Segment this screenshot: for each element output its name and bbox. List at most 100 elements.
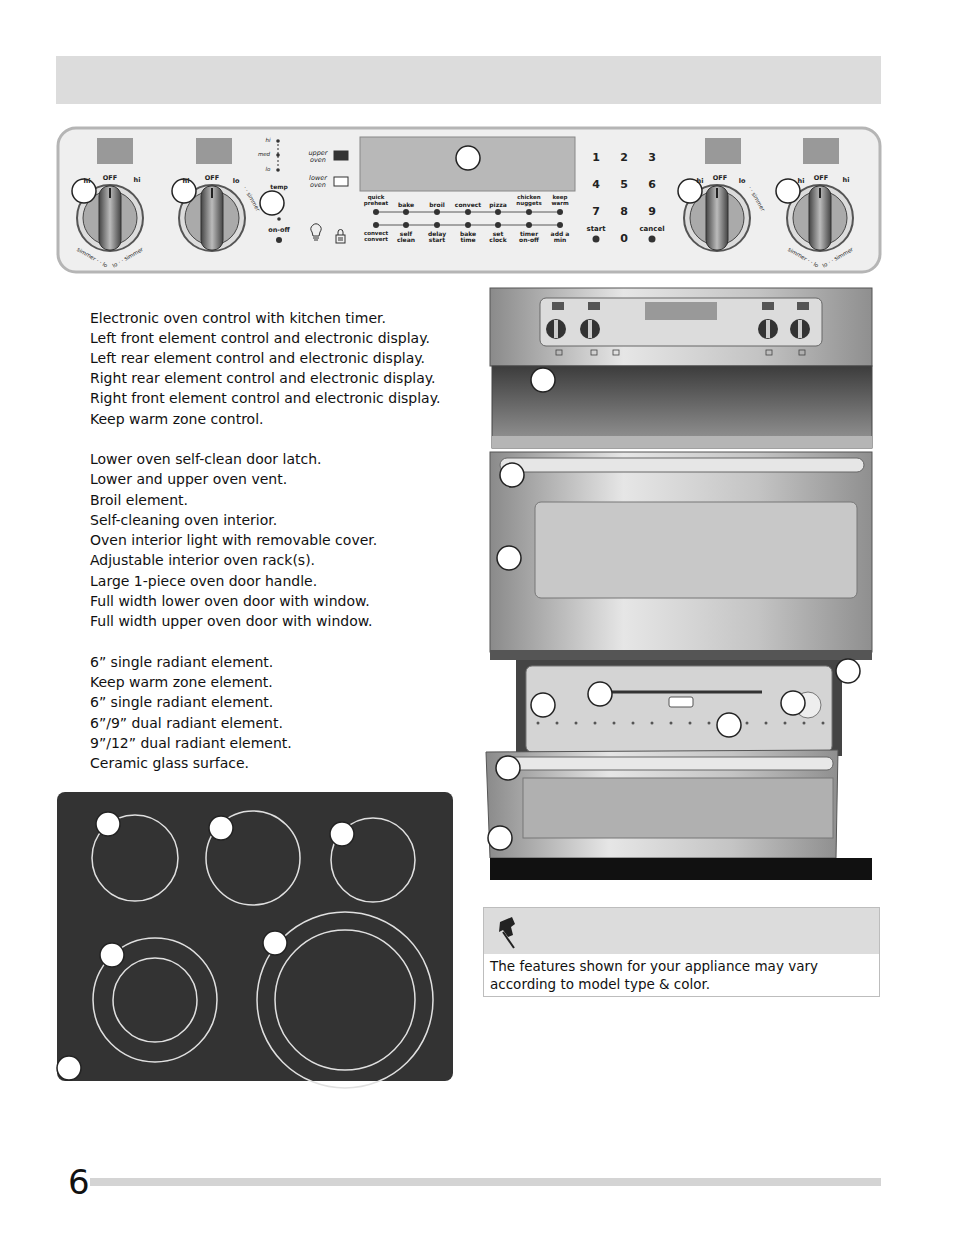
callout-circle [209, 816, 233, 840]
feature-text: Lower oven self-clean door latch. [90, 452, 322, 466]
knob-label: lo · · simmer [822, 247, 855, 269]
feature-text: Right front element control and electron… [90, 391, 440, 405]
feature-text: Lower and upper oven vent. [90, 472, 287, 486]
callout-circles [57, 146, 860, 1080]
callout-circle [588, 682, 612, 706]
callout-circle [488, 826, 512, 850]
button-label: bake [398, 202, 414, 208]
callout-circle [836, 659, 860, 683]
knob-label: lo [739, 178, 746, 185]
feature-text: Electronic oven control with kitchen tim… [90, 311, 386, 325]
feature-text: Broil element. [90, 493, 188, 507]
feature-text: Right rear element control and electroni… [90, 371, 436, 385]
button-label: add a min [548, 231, 572, 244]
knob-label: OFF [713, 175, 727, 182]
keypad-digit: 8 [620, 206, 628, 217]
keypad-digit: 5 [620, 179, 628, 190]
feature-text: 9”/12” dual radiant element. [90, 736, 292, 750]
button-label: timer on-off [517, 231, 541, 244]
keypad-digit: 1 [592, 152, 600, 163]
knob-label: OFF [103, 175, 117, 182]
button-label: start [586, 226, 605, 233]
feature-text: Oven interior light with removable cover… [90, 533, 377, 547]
page-number: 6 [68, 1165, 90, 1199]
knob-label: · · simmer [747, 186, 766, 213]
knob-label: hi [183, 178, 190, 185]
button-label: keep warm [547, 195, 573, 207]
callout-circle [456, 146, 480, 170]
header-bar [56, 56, 881, 104]
callout-circle [260, 191, 284, 215]
keypad-digit: 2 [620, 152, 628, 163]
keypad-digit: 4 [592, 179, 600, 190]
callout-circle [717, 713, 741, 737]
keypad-digit: 0 [620, 233, 628, 244]
note-box: The features shown for your appliance ma… [483, 907, 880, 997]
callout-circle [500, 463, 524, 487]
button-label: delay start [425, 231, 449, 244]
feature-text: Self-cleaning oven interior. [90, 513, 277, 527]
callout-circle [100, 943, 124, 967]
keypad-digit: 6 [648, 179, 656, 190]
knob-label: hi [798, 178, 805, 185]
feature-text: Full width lower oven door with window. [90, 594, 370, 608]
button-label: convect [455, 202, 481, 208]
feature-text: Adjustable interior oven rack(s). [90, 553, 315, 567]
temp-scale: lo [266, 167, 271, 173]
feature-text: Left front element control and electroni… [90, 331, 430, 345]
keypad-digit: 7 [592, 206, 600, 217]
footer-rule [90, 1178, 881, 1186]
button-label: quick preheat [361, 195, 391, 207]
button-label: bake time [456, 231, 480, 244]
keypad-digit: 3 [648, 152, 656, 163]
knob-label: OFF [205, 175, 219, 182]
knob-label: · · simmer [242, 186, 261, 213]
feature-text: 6” single radiant element. [90, 695, 273, 709]
note-text: The features shown for your appliance ma… [484, 956, 879, 996]
button-label: cancel [639, 226, 664, 233]
callout-circle [531, 368, 555, 392]
feature-text: Keep warm zone control. [90, 412, 264, 426]
control-panel [58, 128, 880, 272]
feature-text: Left rear element control and electronic… [90, 351, 425, 365]
feature-text: 6” single radiant element. [90, 655, 273, 669]
callout-circle [497, 546, 521, 570]
feature-text: Ceramic glass surface. [90, 756, 249, 770]
callout-circle [263, 931, 287, 955]
button-label: convect convert [361, 231, 391, 243]
feature-text: Large 1-piece oven door handle. [90, 574, 317, 588]
feature-text: 6”/9” dual radiant element. [90, 716, 283, 730]
button-label: temp [270, 184, 287, 190]
feature-text: Keep warm zone element. [90, 675, 273, 689]
temp-scale: med [258, 152, 270, 158]
knob-label: lo · · simmer [112, 247, 145, 269]
knob-label: lo [233, 178, 240, 185]
callout-circle [57, 1056, 81, 1080]
keypad-digit: 9 [648, 206, 656, 217]
oven-select: lower oven [305, 175, 331, 189]
callout-circle [531, 693, 555, 717]
knob-label: simmer · · lo [76, 247, 109, 269]
knob-label: hi [134, 177, 141, 184]
button-label: pizza [489, 202, 506, 208]
knob-label: hi [697, 178, 704, 185]
knob-label: OFF [814, 175, 828, 182]
knob-label: hi [84, 178, 91, 185]
button-label: on-off [268, 227, 290, 234]
callout-circle [776, 179, 800, 203]
callout-circle [781, 691, 805, 715]
button-label: chicken nuggets [514, 195, 544, 207]
note-header [483, 907, 880, 954]
oven-select: upper oven [305, 150, 331, 164]
callout-circle [330, 822, 354, 846]
button-label: set clock [486, 231, 510, 244]
cooktop-illustration [57, 792, 453, 1088]
knob-label: simmer · · lo [787, 247, 820, 269]
button-label: self clean [394, 231, 418, 244]
range-illustration [486, 288, 872, 880]
feature-text: Full width upper oven door with window. [90, 614, 372, 628]
button-label: broil [429, 202, 445, 208]
knob-label: hi [843, 177, 850, 184]
temp-scale: hi [265, 138, 270, 144]
callout-circle [496, 756, 520, 780]
